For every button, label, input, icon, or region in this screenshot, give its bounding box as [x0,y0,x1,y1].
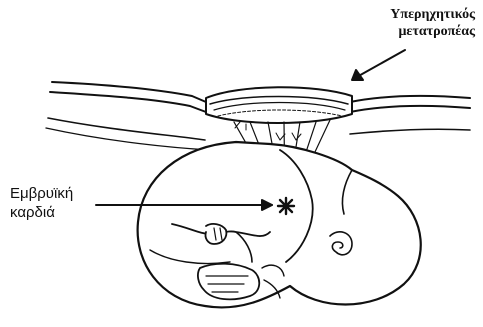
fetal-heart-label-line2: καρδιά [10,203,120,222]
transducer-label: Υπερηχητικός μετατροπέας [315,6,475,40]
ultrasound-transducer [206,87,352,123]
transducer-label-line1: Υπερηχητικός [315,6,475,23]
fetal-heart-marker [278,198,294,214]
fetal-heart-label-line1: Εμβρυϊκή [10,184,120,203]
fetus-outline [138,142,421,307]
transducer-pointer-arrow [352,50,405,80]
fetal-heart-label: Εμβρυϊκή καρδιά [10,184,120,222]
transducer-label-line2: μετατροπέας [315,23,475,40]
